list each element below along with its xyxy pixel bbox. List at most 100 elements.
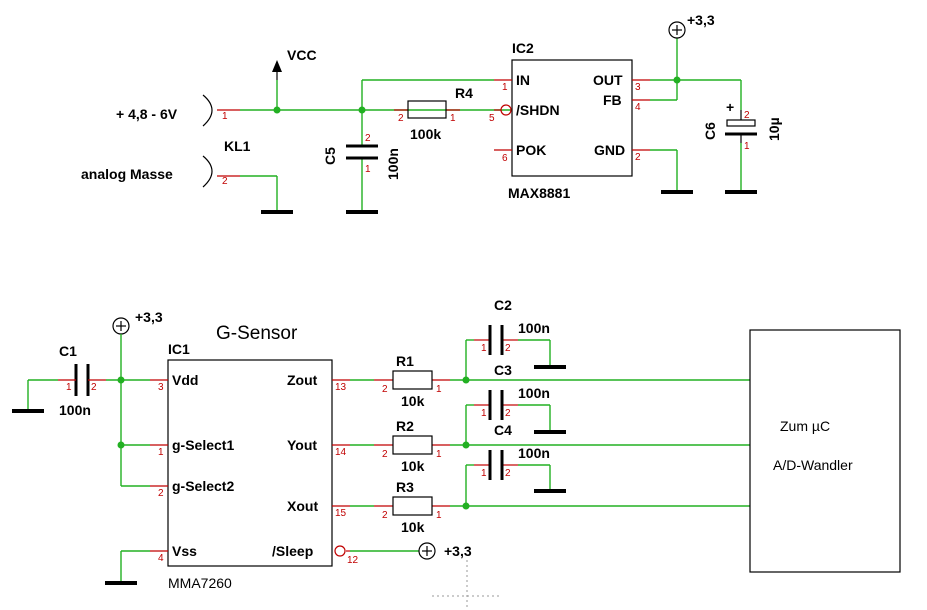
c4-value: 100n — [518, 445, 550, 461]
ic1-gselect1: g-Select1 — [172, 437, 234, 453]
power-supply-section: + 4,8 - 6V analog Masse KL1 1 2 VCC — [81, 12, 782, 214]
c6-pin-2: 2 — [744, 110, 750, 121]
c5-pin-1: 1 — [365, 164, 371, 175]
ic1-pin-1: 1 — [158, 447, 164, 458]
capacitor-c4: C4 100n 1 2 — [474, 422, 550, 480]
resistor-r4: R4 100k 2 1 — [394, 85, 473, 142]
ic1-pin-13: 13 — [335, 382, 347, 393]
supply-3v3-left: +3,3 — [112, 309, 163, 335]
ic2-pin-5: 5 — [489, 113, 495, 124]
ic2-pin-3: 3 — [635, 82, 641, 93]
c1-value: 100n — [59, 402, 91, 418]
c6-label: C6 — [702, 122, 718, 140]
c3-value: 100n — [518, 385, 550, 401]
capacitor-c6: + C6 10µ 2 1 — [702, 99, 782, 152]
c2-pin-1: 1 — [481, 343, 487, 354]
r4-value: 100k — [410, 126, 441, 142]
supply-wires — [240, 79, 512, 210]
c1-pin-1: 1 — [66, 382, 72, 393]
muc-line2: A/D-Wandler — [773, 457, 853, 473]
analog-ground-label: analog Masse — [81, 166, 173, 182]
ic1-vss: Vss — [172, 543, 197, 559]
c5-label: C5 — [322, 147, 338, 165]
ic2-pok: POK — [516, 142, 546, 158]
ic2-label: IC2 — [512, 40, 534, 56]
ic2-part: MAX8881 — [508, 185, 570, 201]
ic2-max8881: IC2 MAX8881 IN /SHDN POK OUT FB GND 1 5 … — [489, 40, 650, 201]
ic2-in: IN — [516, 72, 530, 88]
ic1-pin-2: 2 — [158, 488, 164, 499]
c1-label: C1 — [59, 343, 77, 359]
ic1-sleep: /Sleep — [272, 543, 313, 559]
ic1-pin-4: 4 — [158, 553, 164, 564]
supply-3v3-top: +3,3 — [668, 12, 715, 39]
ic2-pin-4: 4 — [635, 102, 641, 113]
ic1-pin-14: 14 — [335, 447, 347, 458]
r2-pin-2: 2 — [382, 449, 388, 460]
ic2-gnd: GND — [594, 142, 625, 158]
c2-pin-2: 2 — [505, 343, 511, 354]
r2-label: R2 — [396, 418, 414, 434]
vcc-symbol: VCC — [272, 47, 317, 80]
junctions-top — [273, 76, 681, 114]
c4-label: C4 — [494, 422, 512, 438]
c6-value: 10µ — [766, 117, 782, 141]
c3-pin-2: 2 — [505, 408, 511, 419]
ic1-mma7260: IC1 MMA7260 Vdd g-Select1 g-Select2 Vss … — [150, 341, 359, 591]
c4-pin-1: 1 — [481, 468, 487, 479]
muc-line1: Zum µC — [780, 418, 830, 434]
ic1-part: MMA7260 — [168, 575, 232, 591]
r4-pin-2: 2 — [398, 113, 404, 124]
ic2-pin-2: 2 — [635, 152, 641, 163]
c3-label: C3 — [494, 362, 512, 378]
r4-label: R4 — [455, 85, 473, 101]
c2-value: 100n — [518, 320, 550, 336]
resistor-r1: R1 10k 2 1 — [374, 353, 450, 409]
c1-pin-2: 2 — [91, 382, 97, 393]
guide-lines — [432, 560, 500, 608]
c5-value: 100n — [385, 148, 401, 180]
ic1-vdd: Vdd — [172, 372, 198, 388]
r2-value: 10k — [401, 458, 425, 474]
junctions-bottom — [117, 376, 470, 510]
resistor-r2: R2 10k 2 1 — [374, 418, 450, 474]
microcontroller-block: Zum µC A/D-Wandler — [749, 329, 901, 573]
c6-polarity: + — [726, 99, 734, 115]
r1-pin-2: 2 — [382, 384, 388, 395]
connector-kl1: + 4,8 - 6V analog Masse KL1 1 2 — [81, 94, 251, 188]
ground-symbols-top — [261, 190, 757, 214]
ic1-pin-3: 3 — [158, 382, 164, 393]
ic1-yout: Yout — [287, 437, 317, 453]
ic1-pin-15: 15 — [335, 508, 347, 519]
kl1-pin-2: 2 — [222, 176, 228, 187]
ic2-output-wires — [650, 38, 742, 190]
vcc-label: VCC — [287, 47, 317, 63]
r3-value: 10k — [401, 519, 425, 535]
capacitor-c1: C1 100n 1 2 — [58, 343, 106, 418]
r1-label: R1 — [396, 353, 414, 369]
kl1-pin-1: 1 — [222, 111, 228, 122]
kl1-label: KL1 — [224, 138, 251, 154]
supply-voltage-label: + 4,8 - 6V — [116, 106, 178, 122]
supply-3v3-top-label: +3,3 — [687, 12, 715, 28]
sensor-output-wires — [350, 339, 750, 552]
r4-pin-1: 1 — [450, 113, 456, 124]
ic2-fb: FB — [603, 92, 622, 108]
ic1-xout: Xout — [287, 498, 318, 514]
r1-value: 10k — [401, 393, 425, 409]
g-sensor-title: G-Sensor — [216, 323, 298, 344]
supply-3v3-left-label: +3,3 — [135, 309, 163, 325]
sensor-left-wires — [27, 334, 150, 582]
ic2-shdn: /SHDN — [516, 102, 560, 118]
r3-pin-1: 1 — [436, 510, 442, 521]
ic1-label: IC1 — [168, 341, 190, 357]
ic1-zout: Zout — [287, 372, 318, 388]
supply-3v3-sleep-label: +3,3 — [444, 543, 472, 559]
ic2-pin-6: 6 — [502, 153, 508, 164]
capacitor-c5: C5 100n 2 1 — [322, 133, 401, 180]
r3-label: R3 — [396, 479, 414, 495]
r3-pin-2: 2 — [382, 510, 388, 521]
r1-pin-1: 1 — [436, 384, 442, 395]
supply-3v3-sleep: +3,3 — [418, 542, 472, 560]
